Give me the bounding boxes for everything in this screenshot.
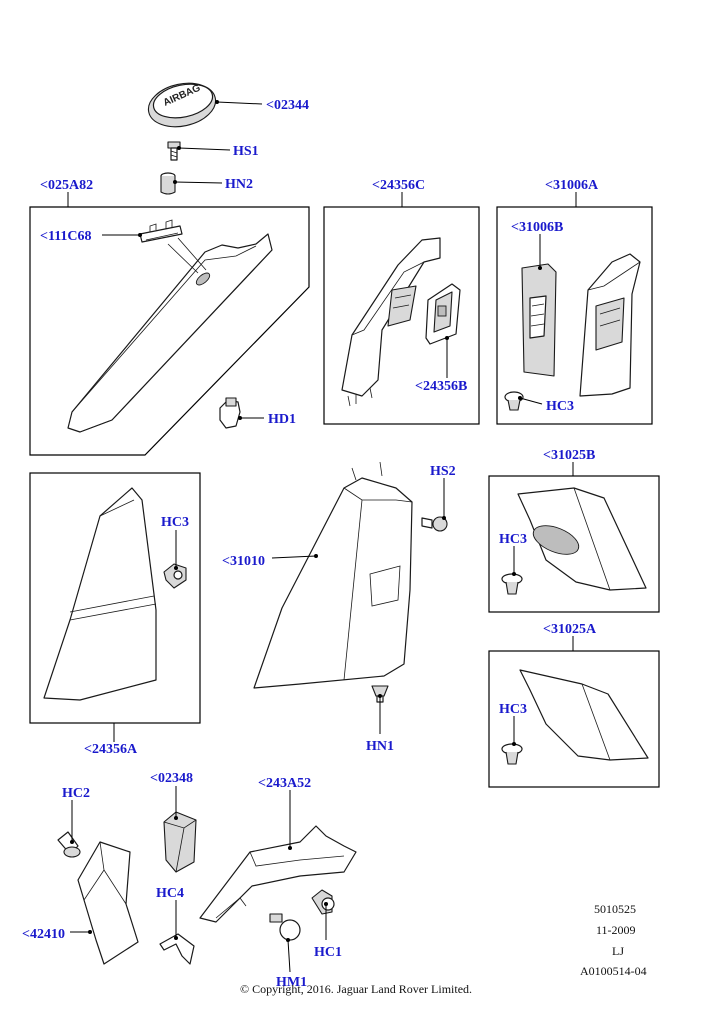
callout-24356a[interactable]: <24356A [84, 742, 138, 757]
part-hs2-screw[interactable] [421, 516, 448, 532]
part-24356b-switch[interactable] [425, 283, 461, 345]
part-hc3-clip-b[interactable] [163, 563, 187, 589]
box-24356a [29, 472, 201, 724]
diagram-initials: LJ [612, 944, 624, 958]
diagram-reference: A0100514-04 [580, 964, 647, 978]
part-hs1-screw[interactable] [167, 141, 181, 161]
callout-hd1[interactable]: HD1 [268, 412, 296, 427]
part-31025b-trim[interactable] [517, 487, 647, 591]
part-hc1-clip[interactable] [311, 889, 335, 915]
part-31025a-trim[interactable] [519, 669, 649, 761]
callout-hc4[interactable]: HC4 [156, 886, 184, 901]
callout-hs2[interactable]: HS2 [430, 464, 456, 479]
box-31025a [488, 650, 660, 788]
callout-31010[interactable]: <31010 [222, 554, 265, 569]
box-025a82 [29, 206, 310, 456]
callout-111c68[interactable]: <111C68 [40, 229, 92, 244]
part-hc3-pin-d[interactable] [501, 743, 523, 765]
callout-hc2[interactable]: HC2 [62, 786, 90, 801]
part-hn2-nut[interactable] [160, 172, 176, 195]
part-31006a-trim[interactable] [579, 253, 641, 397]
callout-02344[interactable]: <02344 [266, 98, 309, 113]
callout-hn1[interactable]: HN1 [366, 739, 394, 754]
callout-025a82[interactable]: <025A82 [40, 178, 93, 193]
callout-24356b[interactable]: <24356B [415, 379, 467, 394]
part-airbag-badge[interactable]: AIRBAG [144, 77, 219, 132]
callout-24356c[interactable]: <24356C [372, 178, 425, 193]
part-hc3-pin-c[interactable] [501, 573, 523, 595]
part-025a82-trim[interactable] [67, 233, 273, 433]
callout-31006a[interactable]: <31006A [545, 178, 599, 193]
callout-hc1[interactable]: HC1 [314, 945, 342, 960]
part-hc2-pin[interactable] [57, 831, 81, 858]
part-42410-trim[interactable] [77, 841, 139, 965]
part-111c68-clip[interactable] [139, 219, 183, 243]
part-243a52-trim[interactable] [199, 825, 357, 923]
part-24356a-trim[interactable] [43, 487, 157, 701]
callout-hc3-c[interactable]: HC3 [499, 532, 527, 547]
copyright-notice: © Copyright, 2016. Jaguar Land Rover Lim… [239, 982, 473, 996]
callout-hs1[interactable]: HS1 [233, 144, 259, 159]
callout-hc3-a[interactable]: HC3 [546, 399, 574, 414]
callout-hm1[interactable]: HM1 [276, 975, 307, 990]
part-hd1-clip[interactable] [219, 397, 241, 429]
callout-hn2[interactable]: HN2 [225, 177, 253, 192]
box-31025b [488, 475, 660, 613]
box-31006a [496, 206, 653, 425]
callout-02348[interactable]: <02348 [150, 771, 193, 786]
callout-31006b[interactable]: <31006B [511, 220, 563, 235]
callout-labels: <02344 HS1 HN2 <025A82 <111C68 HD1 <2435… [22, 98, 599, 990]
callout-31025b[interactable]: <31025B [543, 448, 595, 463]
part-hm1-pin[interactable] [269, 913, 301, 941]
callout-42410[interactable]: <42410 [22, 927, 65, 942]
leader-lines [67, 100, 577, 973]
group-boxes [29, 206, 660, 788]
part-02348-block[interactable] [163, 811, 197, 873]
diagram-date: 11-2009 [596, 923, 636, 937]
part-hc3-pin-a[interactable] [504, 391, 524, 411]
part-31006b-panel[interactable] [521, 263, 557, 377]
part-31010-trim[interactable] [253, 461, 413, 689]
part-hc4-clip[interactable] [159, 933, 195, 965]
diagram-code: 5010525 [594, 902, 636, 916]
callout-31025a[interactable]: <31025A [543, 622, 597, 637]
callout-243a52[interactable]: <243A52 [258, 776, 311, 791]
callout-hc3-d[interactable]: HC3 [499, 702, 527, 717]
part-24356c-trim[interactable] [341, 237, 441, 407]
callout-hc3-b[interactable]: HC3 [161, 515, 189, 530]
